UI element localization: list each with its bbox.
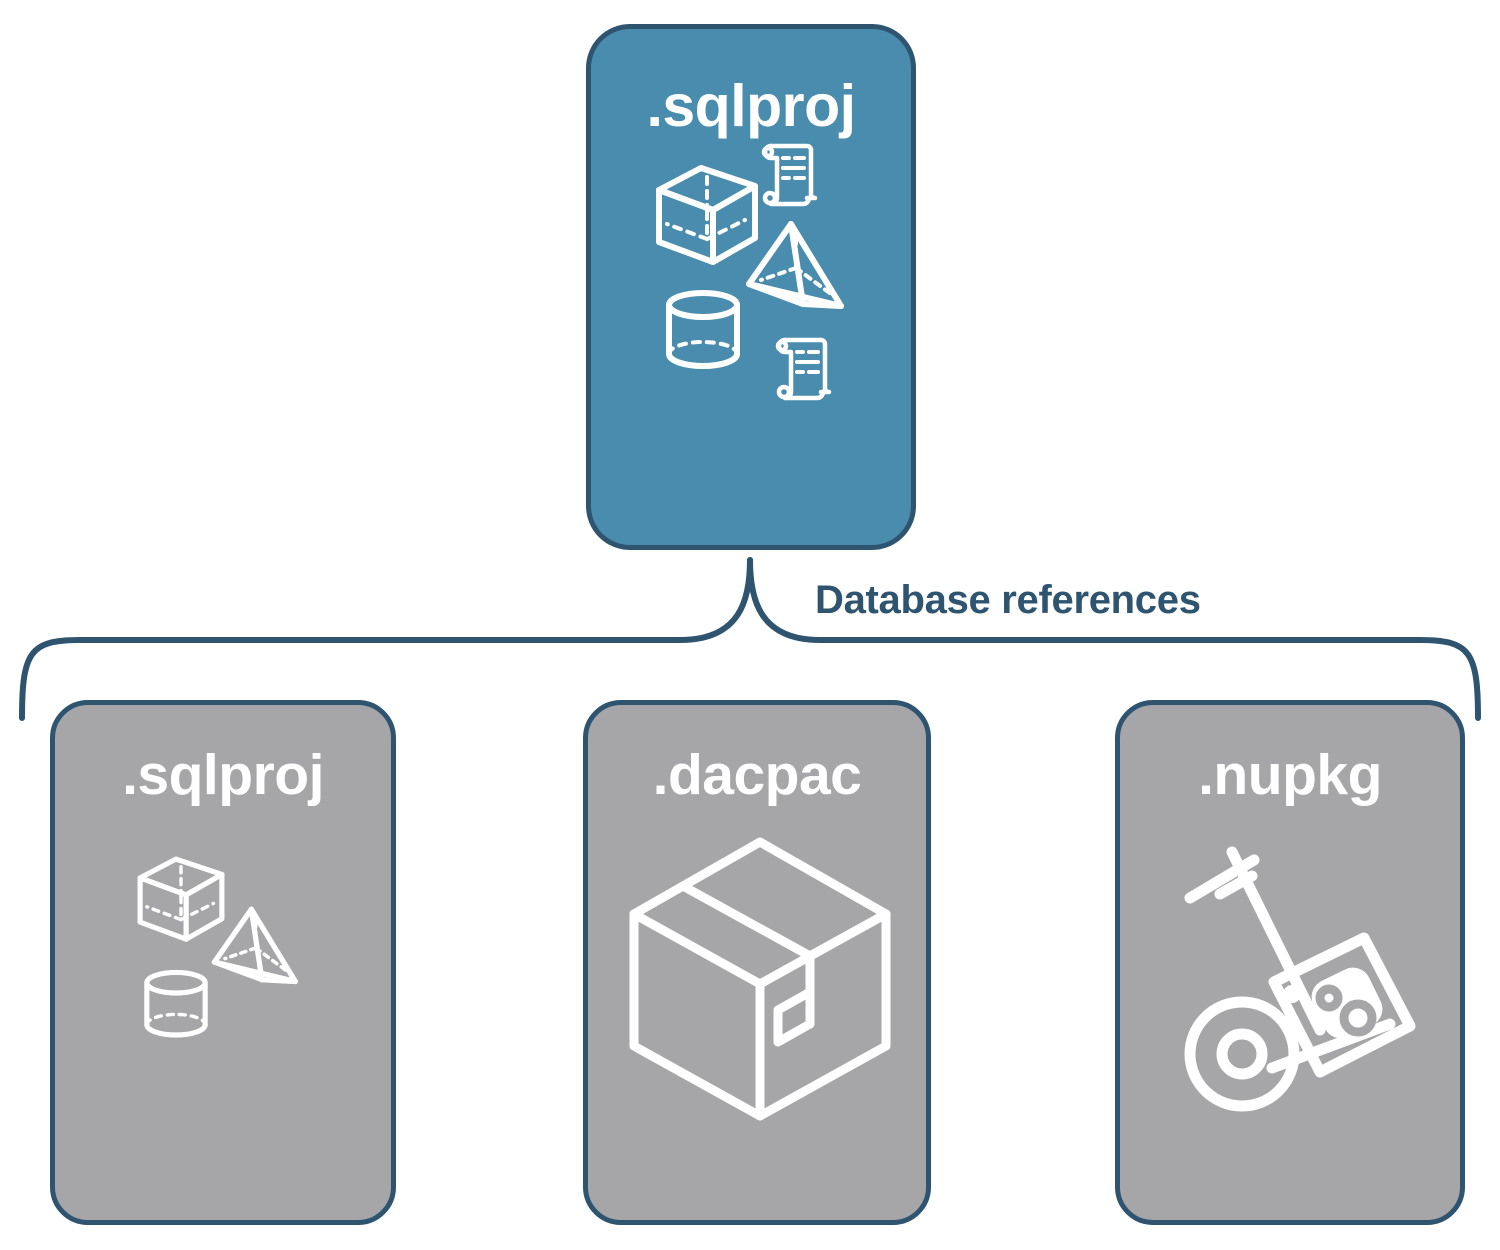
cylinder-wireframe-icon	[144, 969, 208, 1038]
scroll-icon	[761, 143, 818, 207]
leaf-card-title: .nupkg	[1198, 743, 1382, 807]
leaf-card-nupkg[interactable]: .nupkg	[1115, 700, 1465, 1225]
database-references-brace	[19, 557, 1481, 721]
pyramid-wireframe-icon	[211, 906, 298, 985]
leaf-card-dacpac[interactable]: .dacpac	[583, 700, 931, 1225]
leaf-card-icon-group	[55, 808, 391, 1220]
cylinder-wireframe-icon	[666, 290, 740, 369]
cube-wireframe-icon	[656, 165, 758, 265]
cube-wireframe-icon	[137, 856, 225, 942]
leaf-card-title: .sqlproj	[122, 743, 324, 807]
leaf-card-sqlproj[interactable]: .sqlproj	[50, 700, 396, 1225]
scroll-icon	[775, 337, 832, 401]
root-card-sqlproj[interactable]: .sqlproj	[586, 24, 916, 550]
hand-truck-package-icon	[1184, 846, 1416, 1112]
leaf-card-icon-group	[1120, 808, 1460, 1220]
pyramid-wireframe-icon	[746, 221, 844, 309]
root-card-title: .sqlproj	[646, 73, 856, 139]
leaf-card-title: .dacpac	[652, 743, 862, 807]
shipping-box-icon	[629, 837, 891, 1121]
leaf-card-icon-group	[588, 808, 926, 1220]
root-card-icon-group	[591, 140, 911, 545]
connector-label: Database references	[815, 578, 1201, 622]
